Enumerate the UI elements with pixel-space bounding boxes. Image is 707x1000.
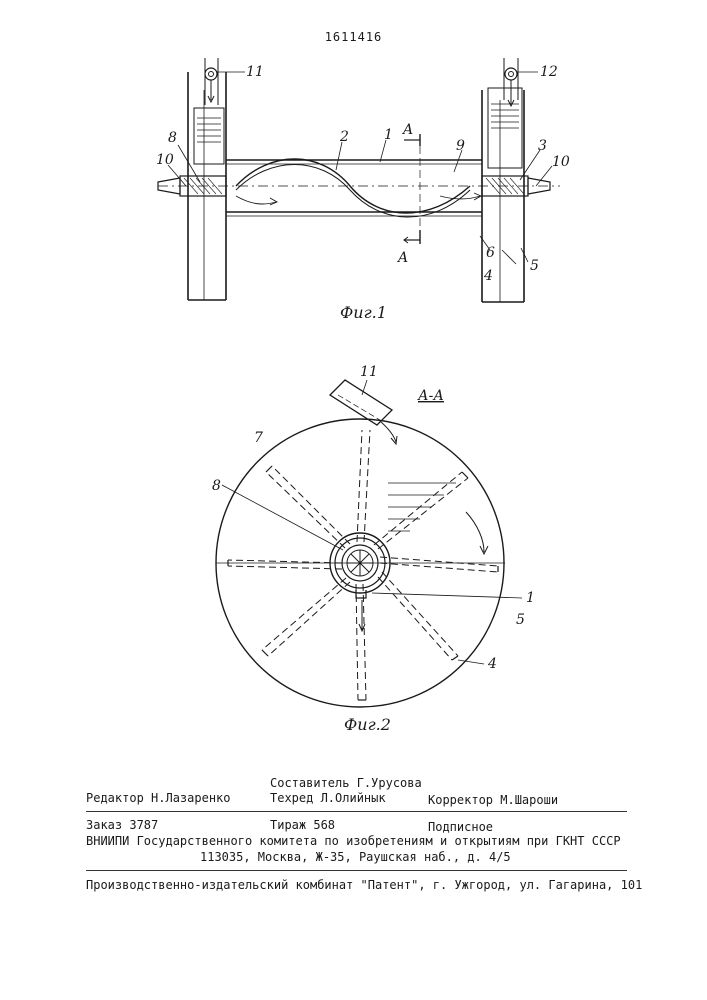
imprint-circulation: Тираж 568 <box>270 818 335 832</box>
imprint-order: Заказ 3787 <box>86 818 158 832</box>
label-fig2-11: 11 <box>360 364 378 380</box>
imprint-editor: Редактор Н.Лазаренко <box>86 791 231 805</box>
imprint-organization: ВНИИПИ Государственного комитета по изоб… <box>86 834 621 848</box>
imprint-divider-2 <box>86 870 627 871</box>
figure-2-caption: Фиг.2 <box>344 715 391 734</box>
label-fig2-1: 1 <box>526 590 535 606</box>
label-fig2-7: 7 <box>254 430 263 446</box>
figure-2-drawing: 11 А-А 7 8 1 5 4 Фиг.2 <box>0 0 707 760</box>
label-fig2-5: 5 <box>516 612 525 628</box>
label-fig2-4: 4 <box>487 656 497 672</box>
imprint-subscription: Подписное <box>428 820 493 834</box>
imprint-techred: Техред Л.Олийнык <box>270 791 386 805</box>
imprint-compiler: Составитель Г.Урусова <box>270 776 422 790</box>
imprint-corrector: Корректор М.Шароши <box>428 793 558 807</box>
imprint-address: 113035, Москва, Ж-35, Раушская наб., д. … <box>200 850 511 864</box>
imprint-printer: Производственно-издательский комбинат "П… <box>86 878 642 892</box>
label-fig2-8: 8 <box>212 478 221 494</box>
label-section-a-a: А-А <box>417 388 444 404</box>
imprint-divider-1 <box>86 811 627 812</box>
